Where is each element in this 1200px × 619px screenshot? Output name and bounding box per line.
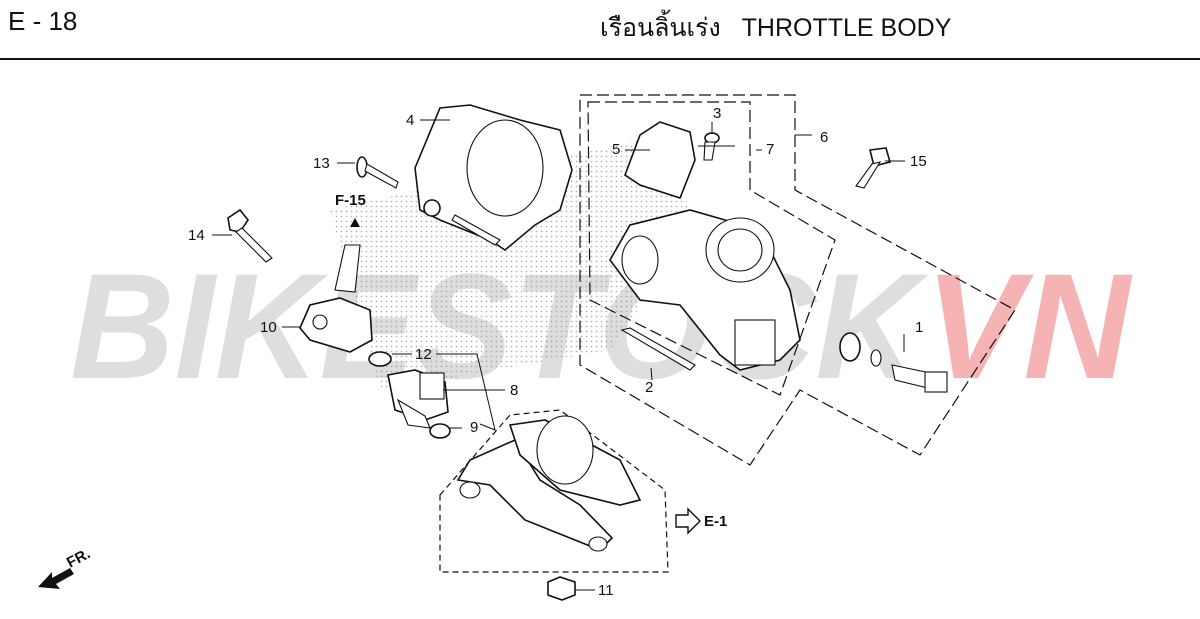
callout-15: 15 <box>910 153 927 170</box>
callout-labels: 1 2 3 4 5 6 7 8 9 10 11 12 13 14 15 <box>188 105 927 599</box>
intake-manifold <box>456 415 642 552</box>
page-code: E - 18 <box>8 6 78 36</box>
page-title: เรือนลิ้นเร่ง THROTTLE BODY <box>600 8 951 48</box>
sensor-10 <box>299 244 373 353</box>
reference-e1-label: E-1 <box>704 513 727 530</box>
callout-7: 7 <box>766 141 774 158</box>
callout-10: 10 <box>260 319 277 336</box>
o-ring-12 <box>368 351 392 367</box>
callout-1: 1 <box>915 319 923 336</box>
throttle-body <box>609 209 801 371</box>
callout-11: 11 <box>598 582 614 599</box>
callout-5: 5 <box>612 141 620 158</box>
callout-4: 4 <box>406 112 414 129</box>
assembly-boundary-6 <box>579 94 1016 466</box>
idle-screw-1 <box>839 332 948 393</box>
bolt-15 <box>855 147 891 189</box>
exploded-parts-diagram: BIKESTOCK VN <box>38 94 1133 601</box>
header-rule <box>0 58 1200 60</box>
front-arrow <box>38 568 74 589</box>
callout-8: 8 <box>510 382 518 399</box>
page-header: E - 18 เรือนลิ้นเร่ง THROTTLE BODY <box>0 0 1200 60</box>
callout-3: 3 <box>713 105 721 122</box>
reference-f15-arrow <box>350 218 360 227</box>
front-indicator: FR. <box>38 545 93 589</box>
callout-2: 2 <box>645 379 653 396</box>
screw-13 <box>356 156 399 189</box>
callout-9: 9 <box>470 419 478 436</box>
page-title-thai: เรือนลิ้นเร่ง <box>600 14 721 42</box>
front-label: FR. <box>64 545 93 571</box>
reference-e1-arrow <box>675 507 701 535</box>
callout-6: 6 <box>820 129 828 146</box>
bracket-5 <box>624 121 696 199</box>
leader-lines <box>212 119 905 591</box>
assembly-boundary-7 <box>587 101 836 396</box>
reference-e1: E-1 <box>675 507 727 535</box>
injector-8 <box>387 369 449 429</box>
watermark-accent: VN <box>925 242 1133 410</box>
seal-9 <box>429 423 451 439</box>
reference-f15-label: F-15 <box>335 192 366 209</box>
callout-13: 13 <box>313 155 330 172</box>
throttle-cover <box>414 104 573 251</box>
callout-14: 14 <box>188 227 205 244</box>
bolt-14 <box>227 208 273 263</box>
page-title-english: THROTTLE BODY <box>741 14 952 42</box>
link-2 <box>620 327 696 371</box>
reference-f15: F-15 <box>335 192 366 227</box>
nut-11 <box>547 576 576 601</box>
callout-12: 12 <box>415 346 432 363</box>
